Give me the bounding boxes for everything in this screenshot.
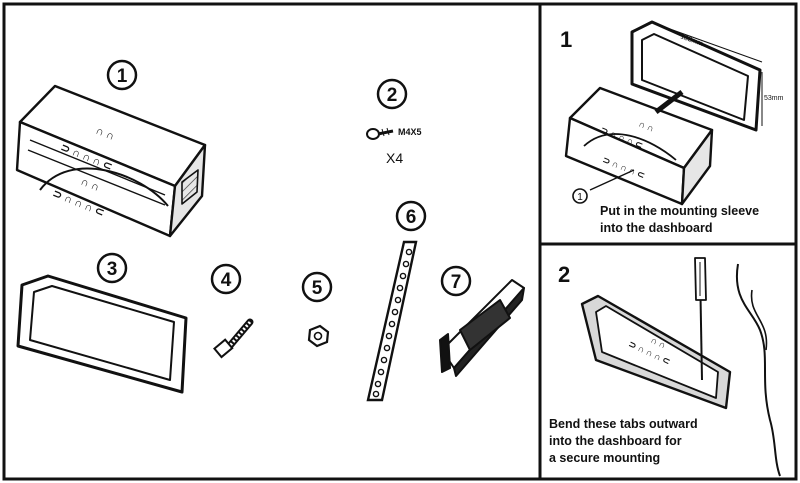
part-6-marker [395, 200, 427, 232]
step-1-callout-marker [572, 188, 588, 204]
part-2-quantity: X4 [386, 150, 403, 166]
step-1-callout-number: 1 [577, 192, 583, 203]
part-1-marker [106, 59, 138, 91]
step-1-panel: 1 ∩ ∩ ⊃ ∩ ∩ ∩ ⊂ ⊃ ∩ ∩ ∩ ⊂ 182mm 53mm 1 [560, 20, 784, 206]
part-4-number: 4 [221, 270, 232, 291]
step-2-panel: 2 ∩ ∩ ⊃ ∩ ∩ ∩ ⊂ [558, 257, 781, 477]
part-3-marker [96, 252, 128, 284]
part-7-release-keys: 7 [439, 265, 525, 377]
part-1-number: 1 [117, 66, 128, 87]
part-5-marker [301, 271, 333, 303]
step-1-caption: Put in the mounting sleeve into the dash… [600, 203, 759, 237]
part-4-bolt: 4 [210, 263, 254, 359]
part-2-number: 2 [387, 85, 398, 106]
part-6-perforated-strap: 6 [366, 200, 427, 402]
part-5-nut: 5 [301, 271, 333, 348]
part-4-marker [210, 263, 242, 295]
part-3-number: 3 [107, 259, 118, 280]
part-1-mounting-sleeve: 1 ∩ ∩ ⊃ ∩ ∩ ∩ ⊂ ∩ ∩ ⊃ ∩ ∩ ∩ ⊂ [15, 59, 207, 238]
part-6-number: 6 [406, 207, 417, 228]
step-1-number: 1 [560, 27, 572, 52]
step-2-caption-line: Bend these tabs outward [549, 417, 698, 431]
step-2-caption-line: into the dashboard for [549, 434, 682, 448]
part-2-size-label: M4X5 [398, 127, 422, 137]
step-2-caption: Bend these tabs outward into the dashboa… [549, 416, 698, 467]
part-5-number: 5 [312, 278, 323, 299]
part-7-number: 7 [451, 272, 462, 293]
part-2-screws: 2 M4X5 X4 [366, 78, 422, 166]
part-3-trim-frame: 3 [16, 252, 188, 394]
step-2-caption-line: a secure mounting [549, 451, 661, 465]
step-1-caption-line: into the dashboard [600, 221, 713, 235]
part-7-marker [440, 265, 472, 297]
parts-panel: 1 ∩ ∩ ⊃ ∩ ∩ ∩ ⊂ ∩ ∩ ⊃ ∩ ∩ ∩ ⊂ 2 [15, 59, 525, 402]
step-1-height-dimension: 53mm [764, 95, 784, 102]
part-2-marker [376, 78, 408, 110]
step-2-number: 2 [558, 262, 570, 287]
step-1-caption-line: Put in the mounting sleeve [600, 204, 760, 218]
